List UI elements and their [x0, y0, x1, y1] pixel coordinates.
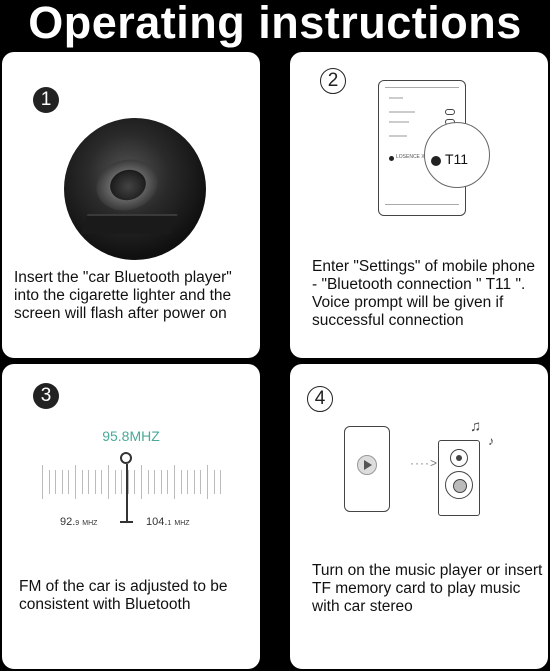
phone-bottom-line — [385, 204, 459, 205]
scale-tick — [167, 470, 169, 494]
step-number-2: 2 — [320, 68, 346, 94]
dial-base — [120, 521, 133, 523]
dial-needle — [126, 464, 128, 522]
current-frequency: 95.8MHZ — [102, 428, 160, 444]
scale-tick — [42, 465, 43, 499]
scale-tick — [207, 465, 208, 499]
speaker-icon — [438, 440, 480, 516]
page-title: Operating instructions — [28, 0, 522, 48]
step-number-4: 4 — [307, 386, 333, 412]
phone-status-line — [385, 87, 459, 88]
device-name: T11 — [445, 151, 469, 167]
phone-row-line — [389, 121, 409, 123]
scale-tick — [134, 470, 136, 494]
music-phone-illustration — [344, 426, 390, 512]
step-description-3: FM of the car is adjusted to be consiste… — [19, 578, 228, 613]
scale-tick — [108, 465, 109, 499]
scale-tick — [55, 470, 57, 494]
scale-tick — [200, 470, 202, 494]
scale-tick — [147, 470, 149, 494]
headphone-icon — [431, 156, 441, 166]
step-number-3: 3 — [33, 383, 59, 409]
music-note-icon: ♪ — [488, 434, 494, 448]
arrow-icon: ····> — [410, 456, 438, 470]
scale-tick — [127, 470, 129, 494]
music-note-icon: ♫ — [470, 418, 482, 435]
scale-tick — [160, 470, 162, 494]
step-card-1: 1 Insert the "car Bluetooth player" into… — [2, 52, 260, 358]
phone-header-line — [389, 97, 403, 99]
scale-tick — [193, 470, 195, 494]
phone-row-line — [389, 135, 407, 137]
step-card-2: 2 LOSENCE X T11 Enter "Settings" of mobi… — [290, 52, 548, 358]
scale-tick — [213, 470, 215, 494]
scale-tick — [180, 470, 182, 494]
step-card-4: 4 ····> ♫ ♪ Turn on the music player or … — [290, 364, 548, 669]
scale-tick — [187, 470, 189, 494]
step-card-3: 3 95.8MHZ 92.9 MHZ 104.1 MHZ FM of the c… — [2, 364, 260, 669]
woofer-icon — [445, 471, 473, 499]
scale-tick — [154, 470, 156, 494]
scale-tick — [61, 470, 63, 494]
scale-tick — [121, 470, 123, 494]
phone-row-line — [389, 111, 415, 113]
bracket-shape — [80, 214, 178, 234]
step-description-2: Enter "Settings" of mobile phone - "Blue… — [312, 258, 535, 329]
dial-indicator-icon — [120, 452, 132, 464]
step-description-4: Turn on the music player or insert TF me… — [312, 562, 543, 615]
right-frequency: 104.1 MHZ — [146, 516, 190, 528]
scale-tick — [68, 470, 70, 494]
other-device-label: LOSENCE X — [396, 154, 425, 160]
scale-tick — [101, 470, 103, 494]
scale-tick — [75, 465, 76, 499]
scale-tick — [220, 470, 222, 494]
scale-tick — [48, 470, 50, 494]
scale-tick — [114, 470, 116, 494]
device-dot-icon — [389, 156, 394, 161]
left-frequency: 92.9 MHZ — [60, 516, 98, 528]
toggle-icon — [445, 109, 455, 115]
scale-tick — [94, 470, 96, 494]
cigarette-lighter-photo — [64, 118, 206, 260]
scale-tick — [174, 465, 175, 499]
scale-tick — [141, 465, 142, 499]
scale-tick — [81, 470, 83, 494]
play-icon — [357, 455, 377, 475]
scale-tick — [88, 470, 90, 494]
step-number-1: 1 — [33, 87, 59, 113]
step-description-1: Insert the "car Bluetooth player" into t… — [14, 269, 232, 322]
tweeter-icon — [450, 449, 468, 467]
zoom-bubble: T11 — [424, 122, 490, 188]
